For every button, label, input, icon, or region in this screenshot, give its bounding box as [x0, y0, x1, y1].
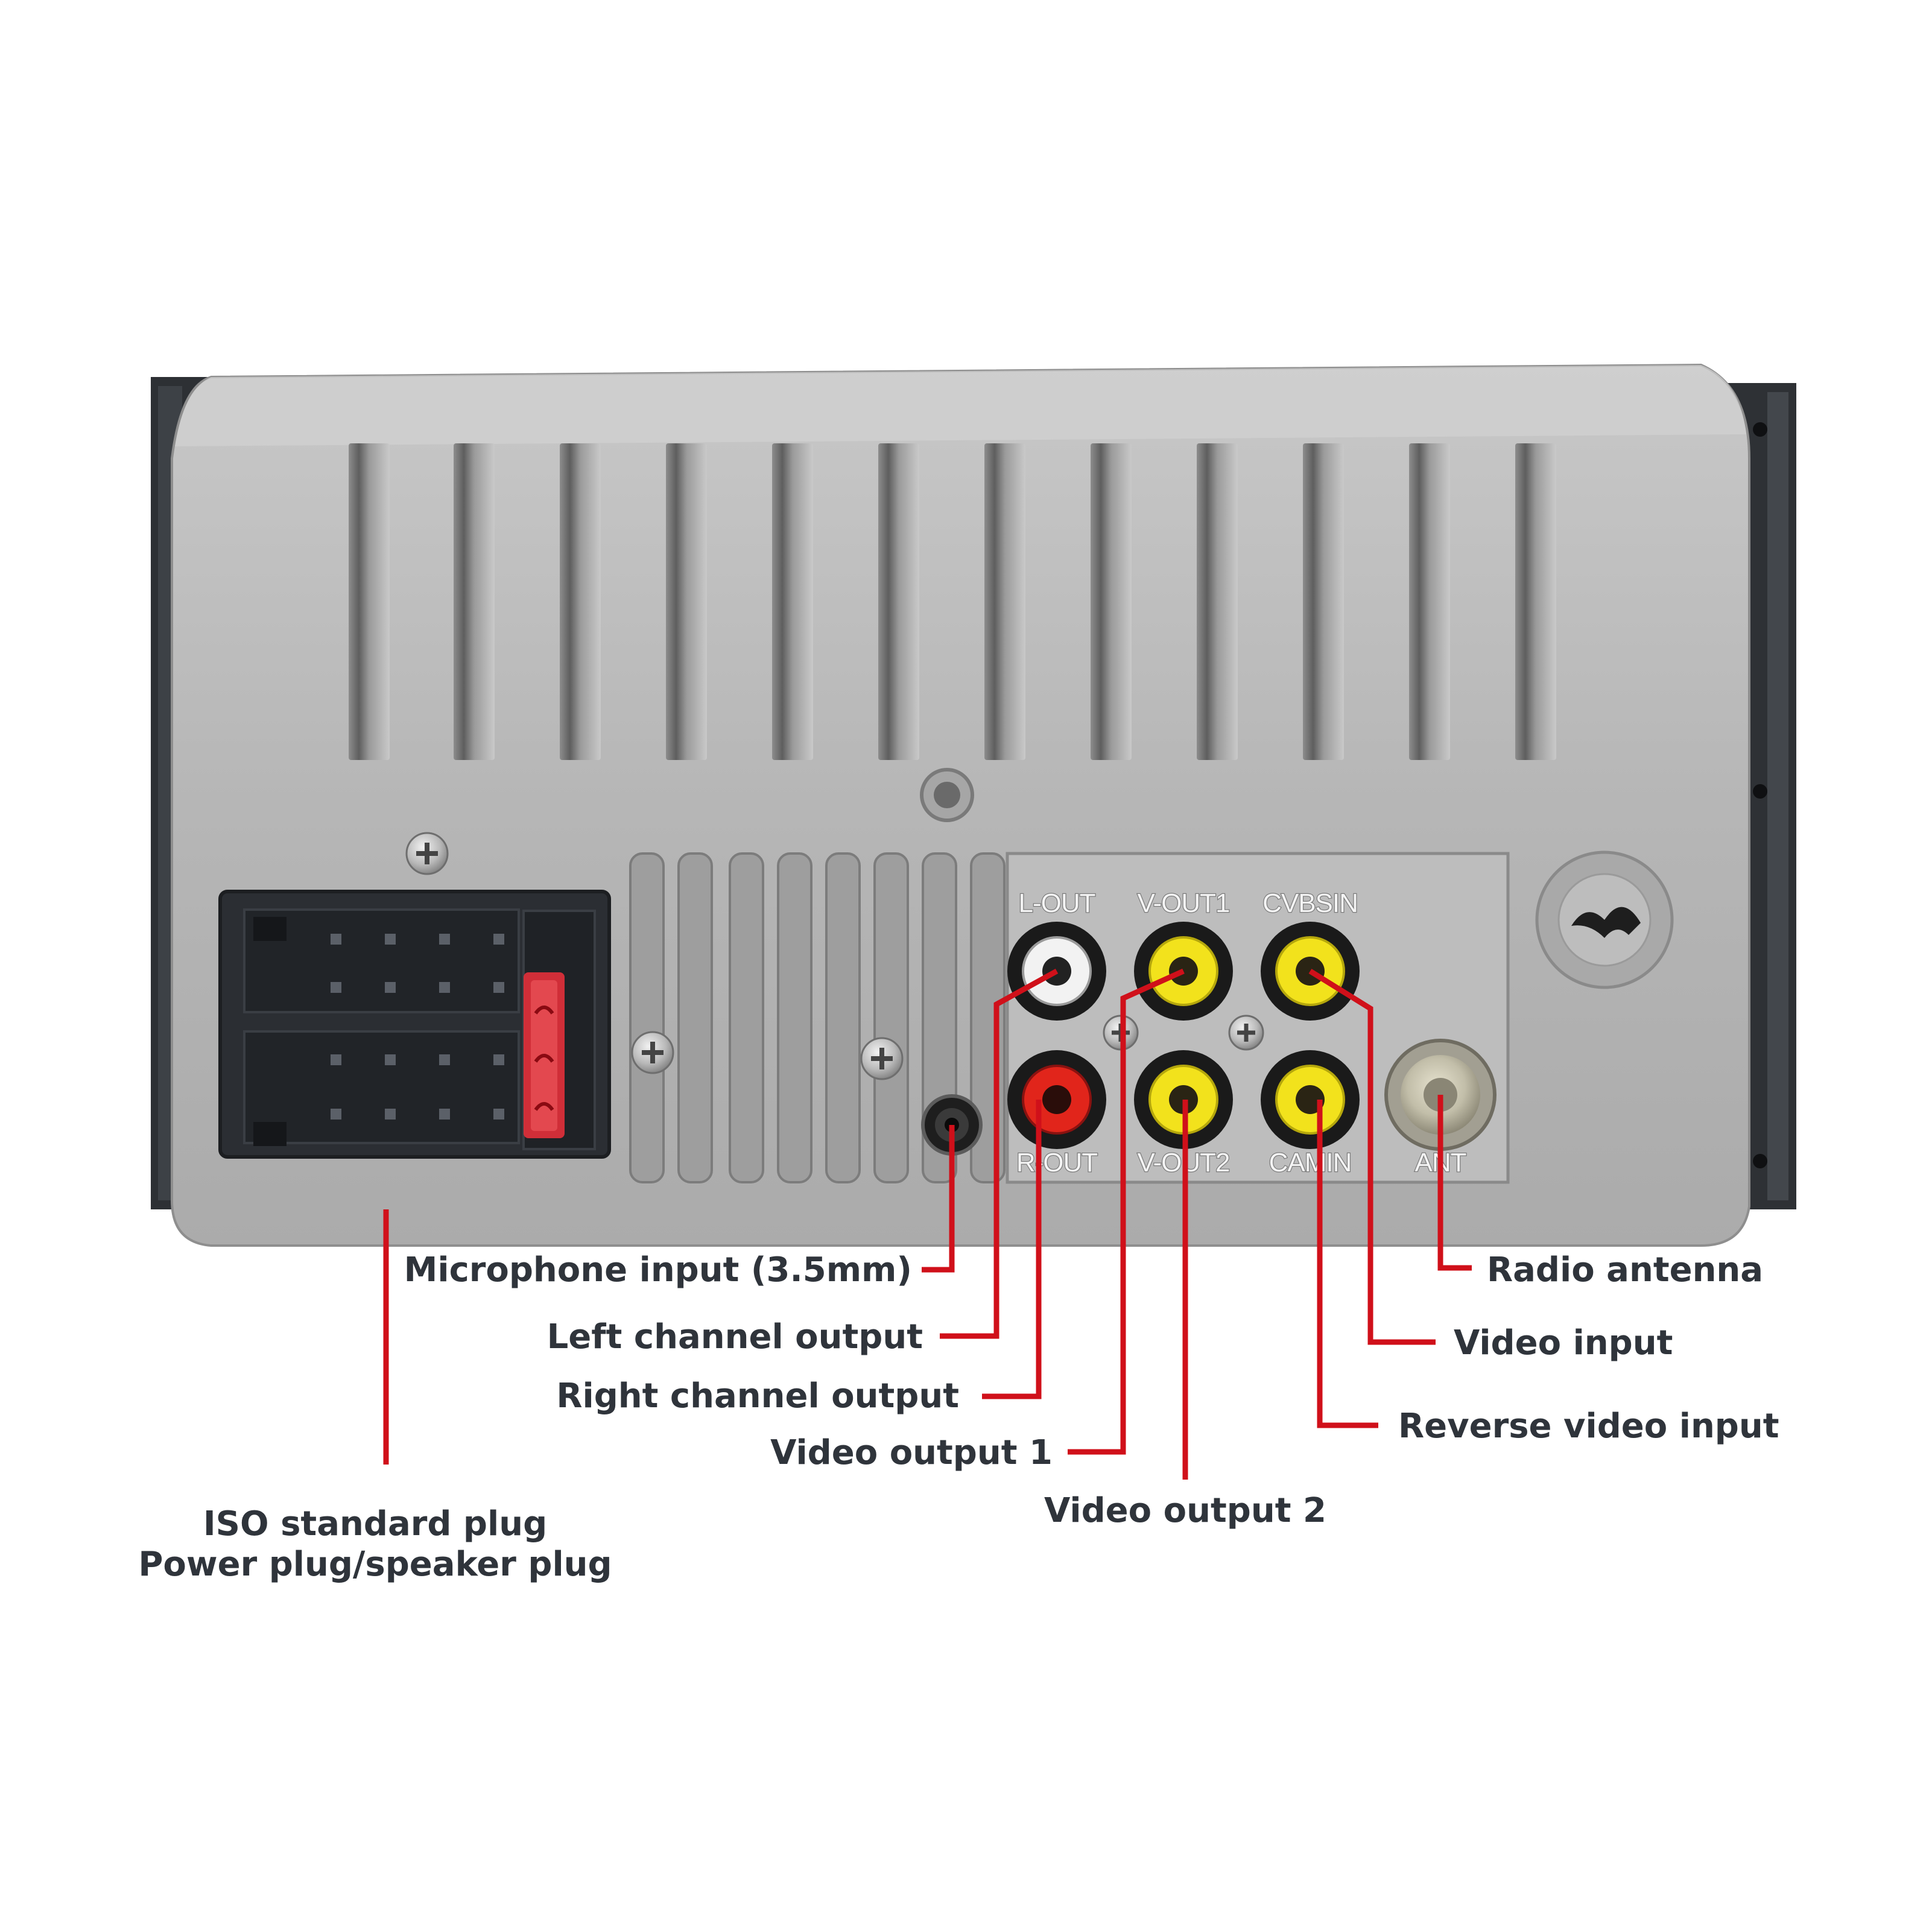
iso-fuse — [524, 972, 565, 1138]
panel-label-cvbs-in: CVBSIN — [1262, 888, 1358, 918]
panel-label-l-out: L-OUT — [1019, 888, 1095, 918]
callout-right-channel: Right channel output — [556, 1376, 959, 1416]
leader-left-channel — [940, 969, 1059, 1339]
leader-video-input — [1308, 969, 1436, 1345]
rca-r-out — [1007, 1050, 1106, 1149]
callout-iso-line2: Power plug/speaker plug — [138, 1545, 612, 1584]
leader-right-channel — [982, 1100, 1042, 1399]
callout-reverse-video: Reverse video input — [1398, 1407, 1779, 1446]
panel-label-v-out1: V-OUT1 — [1138, 888, 1230, 918]
callout-microphone: Microphone input (3.5mm) — [404, 1250, 912, 1290]
lower-grooves — [629, 852, 1006, 1183]
callout-video-input: Video input — [1454, 1323, 1673, 1363]
vent-slots — [349, 443, 1556, 760]
callout-video-output-2: Video output 2 — [1044, 1491, 1326, 1530]
screw-top-left — [405, 832, 449, 875]
leader-microphone — [922, 1125, 955, 1273]
leader-reverse-video — [1317, 1100, 1378, 1428]
panel-label-r-out: R-OUT — [1016, 1148, 1097, 1177]
rca-v-out2 — [1134, 1050, 1233, 1149]
leader-video-output-1 — [1068, 968, 1185, 1455]
leader-lines — [383, 968, 1472, 1480]
rca-cam-in — [1261, 1050, 1360, 1149]
callout-video-output-1: Video output 1 — [770, 1433, 1053, 1472]
leader-radio-antenna — [1437, 1095, 1472, 1271]
panel-label-cam-in: CAMIN — [1269, 1148, 1352, 1177]
ground-boss — [1535, 850, 1674, 989]
callout-radio-antenna: Radio antenna — [1487, 1250, 1763, 1290]
iso-connector — [218, 890, 611, 1159]
screw-rca-right — [1228, 1015, 1264, 1051]
callout-iso-line1: ISO standard plug — [203, 1504, 547, 1544]
screw-mic-side — [860, 1037, 904, 1080]
callout-left-channel: Left channel output — [547, 1317, 923, 1357]
screw-iso-side — [631, 1031, 674, 1074]
mounting-boss — [920, 768, 974, 822]
